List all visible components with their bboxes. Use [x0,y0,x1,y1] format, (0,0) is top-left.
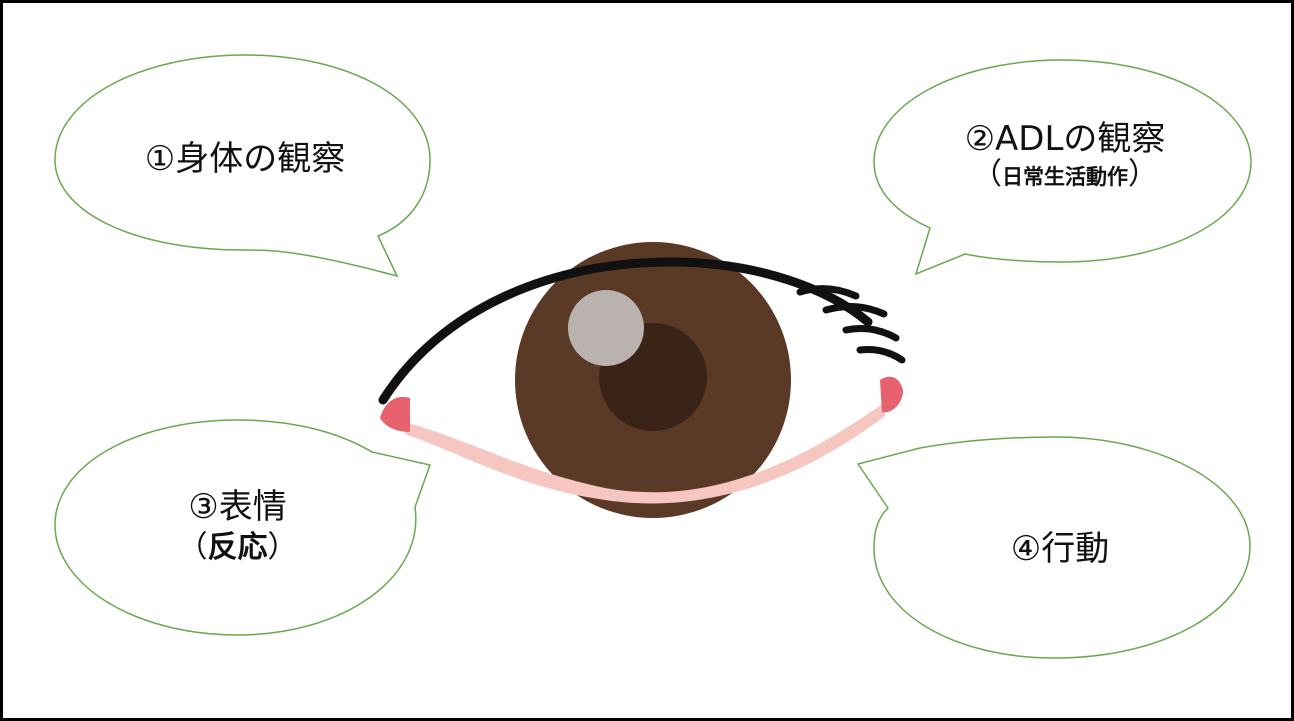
bubble-action: ④行動 [890,528,1230,570]
highlight [568,290,644,366]
lower-eyelid [405,402,885,504]
bubble-adl: ②ADLの観察 （日常生活動作） [895,118,1235,192]
outer-tear-duct-icon [880,376,903,413]
bubble-action-outline [856,436,1251,659]
inner-tear-duct-icon [380,396,410,432]
bubble-expression: ③表情 （反応） [80,486,395,568]
bubble-body-outline [54,54,431,278]
eyelashes-icon [796,285,906,364]
bubble-adl-subtitle: （日常生活動作） [972,157,1158,192]
eye-illustration-icon [378,242,906,518]
bubble-expression-subtitle: （反応） [177,530,298,565]
bubble-body: ①身体の観察 [80,138,410,180]
bubble-action-title: ④行動 [1010,529,1110,569]
bubble-expression-outline [54,419,431,636]
bubble-body-title: ①身体の観察 [144,139,346,179]
bubble-expression-title: ③表情 [188,487,287,527]
bubble-adl-title: ②ADLの観察 [964,119,1166,159]
bubble-adl-outline [873,59,1252,276]
